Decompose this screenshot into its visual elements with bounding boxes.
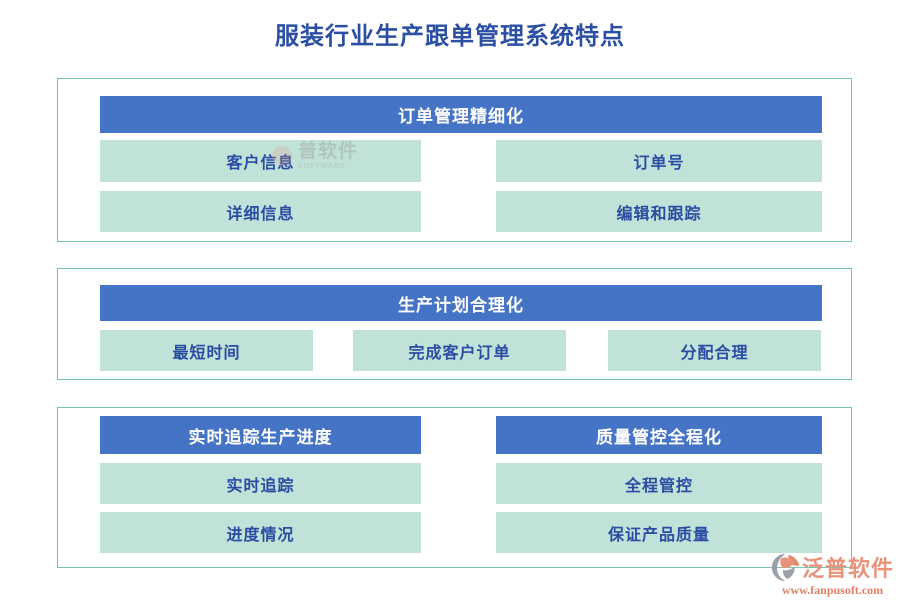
- page-title: 服装行业生产跟单管理系统特点: [275, 23, 625, 50]
- section-header-realtime-tracking: 实时追踪生产进度: [100, 416, 421, 454]
- section-production-planning: 生产计划合理化 最短时间 完成客户订单 分配合理: [57, 268, 852, 380]
- section-header-production-planning: 生产计划合理化: [100, 285, 822, 321]
- section-header-order-management: 订单管理精细化: [100, 96, 822, 133]
- feature-cell-label: 保证产品质量: [607, 526, 710, 544]
- feature-cell-label: 编辑和跟踪: [616, 205, 702, 223]
- feature-cell-guarantee-quality: 保证产品质量: [496, 512, 822, 553]
- feature-cell-label: 详细信息: [226, 205, 295, 223]
- feature-cell-label: 分配合理: [680, 344, 749, 362]
- brand-name: 泛普软件: [801, 556, 894, 581]
- brand-row: 泛普软件: [771, 551, 894, 583]
- feature-cell-edit-track: 编辑和跟踪: [496, 191, 822, 232]
- feature-cell-shortest-time: 最短时间: [100, 330, 313, 371]
- feature-cell-realtime-track: 实时追踪: [100, 463, 421, 504]
- feature-cell-label: 完成客户订单: [408, 344, 511, 362]
- section-order-management: 订单管理精细化 客户信息 普软件 SOFTWARE 订单号 详细信息 编辑和跟踪: [57, 78, 852, 242]
- watermark-text: 普软件: [298, 141, 359, 162]
- feature-cell-detail-info: 详细信息: [100, 191, 421, 232]
- feature-cell-label: 客户信息: [226, 155, 295, 172]
- feature-cell-label: 全程管控: [624, 477, 693, 495]
- section-header-quality-control: 质量管控全程化: [496, 416, 822, 454]
- watermark-subtext: SOFTWARE: [298, 163, 346, 170]
- feature-cell-label: 最短时间: [172, 344, 241, 362]
- fanpu-logo-icon: [771, 553, 800, 581]
- feature-cell-reasonable-allocation: 分配合理: [608, 330, 821, 371]
- feature-cell-order-number: 订单号: [496, 140, 822, 182]
- feature-cell-label: 实时追踪: [226, 477, 295, 495]
- feature-cell-full-control: 全程管控: [496, 463, 822, 504]
- feature-cell-complete-orders: 完成客户订单: [353, 330, 566, 371]
- brand-url: www.fanpusoft.com: [781, 583, 884, 597]
- brand-footer: 泛普软件 www.fanpusoft.com: [771, 551, 894, 598]
- section-tracking-quality: 实时追踪生产进度 质量管控全程化 实时追踪 进度情况 全程管控 保证产品质量: [57, 407, 852, 568]
- watermark-logo: 普软件 SOFTWARE: [272, 141, 359, 170]
- feature-cell-label: 订单号: [633, 155, 685, 172]
- feature-cell-progress-status: 进度情况: [100, 512, 421, 553]
- feature-cell-label: 进度情况: [226, 526, 295, 544]
- feature-cell-customer-info: 客户信息 普软件 SOFTWARE: [100, 140, 421, 182]
